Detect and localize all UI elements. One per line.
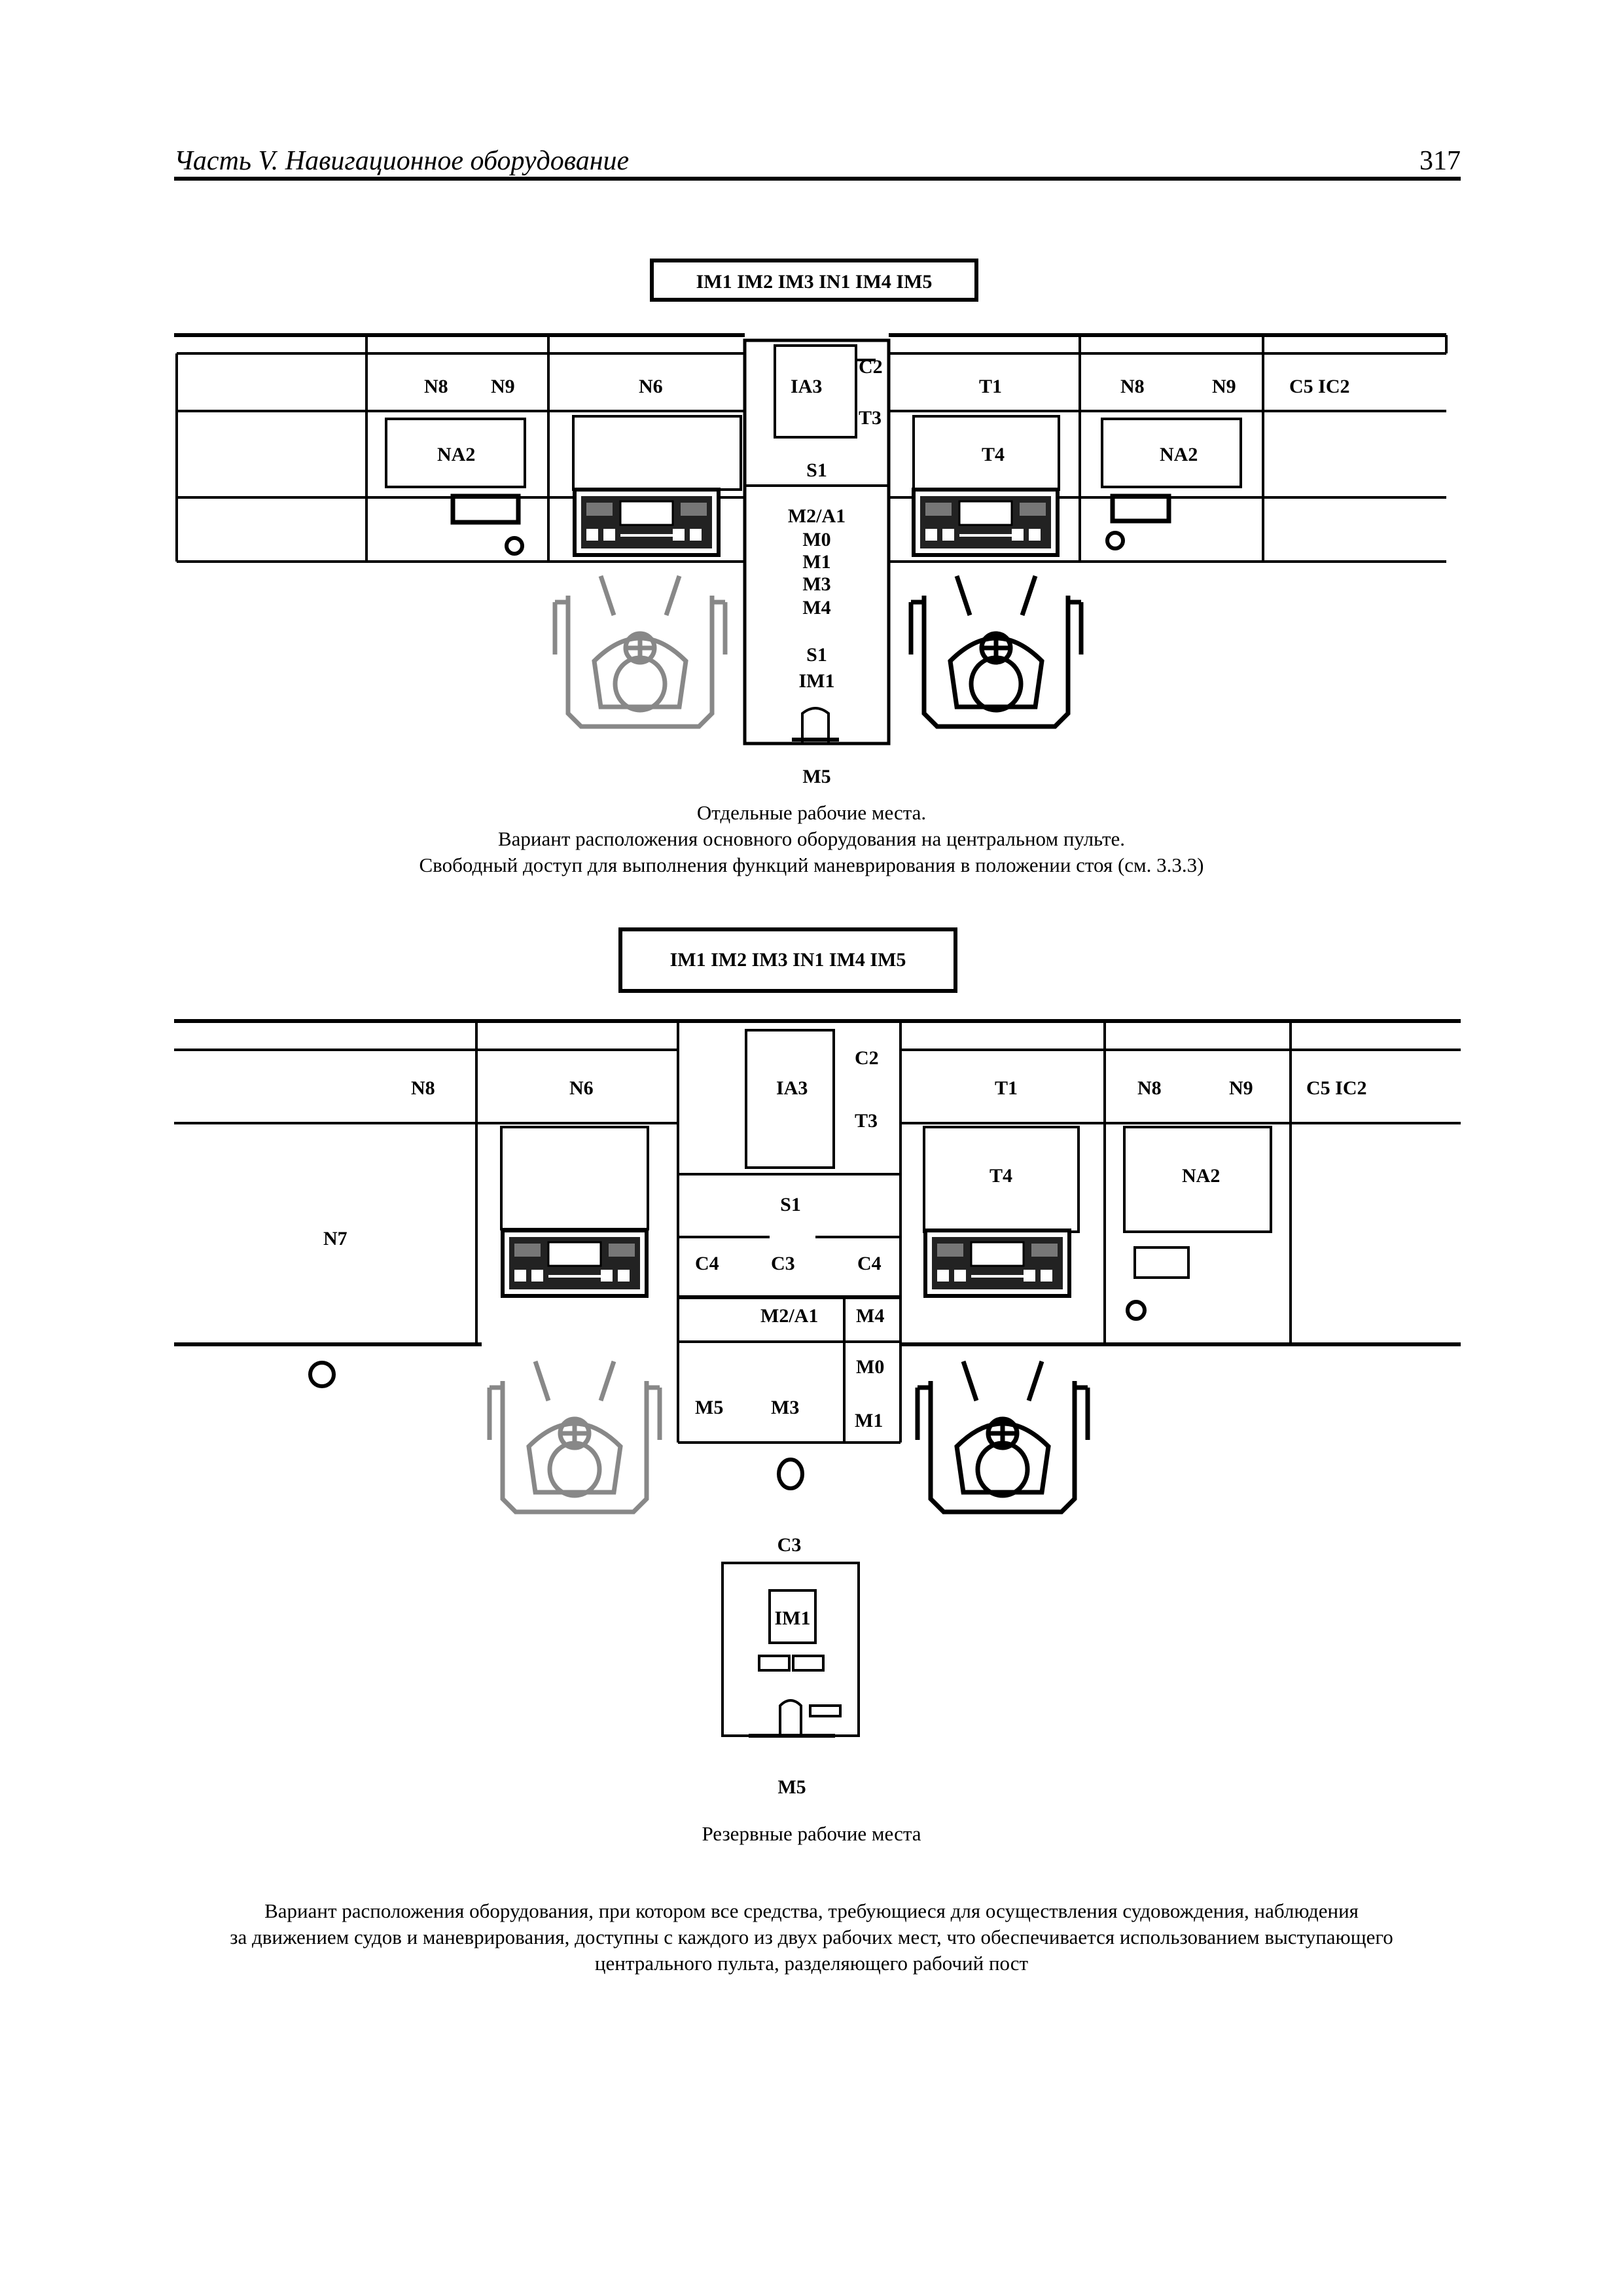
bottom-t1: T1 [995,1077,1018,1099]
top-n9-left: N9 [491,376,515,397]
top-na2-right: NA2 [1160,444,1198,465]
top-m2a1: M2/A1 [788,505,846,527]
overhead-panel-frame [650,259,978,302]
top-n8: N8 [424,376,448,397]
top-s1: S1 [806,459,827,481]
reserve-m5: M5 [777,1776,806,1798]
top-m1: M1 [802,551,830,573]
bottom-t3: T3 [855,1110,878,1132]
bottom-n7: N7 [323,1228,348,1249]
bottom-labels: N8 N6 N7 C2 IA3 T3 S1 C4 C3 C4 M2/A1 M4 … [323,1047,1367,1798]
bottom-c4-right: C4 [857,1253,882,1274]
page-number: 317 [1419,146,1461,176]
top-m0: M0 [802,529,830,550]
top-n9-right: N9 [1212,376,1236,397]
top-t1: T1 [979,376,1002,397]
bottom-console-outlines [174,1019,1461,1738]
footer-caption-line-1: Вариант расположения оборудования, при к… [264,1899,1359,1922]
bottom-na2: NA2 [1182,1165,1220,1187]
bottom-ia3: IA3 [776,1077,808,1099]
header-rule [174,177,1461,181]
bottom-t4: T4 [990,1165,1012,1187]
bottom-m5: M5 [695,1397,723,1418]
top-t4: T4 [982,444,1005,465]
top-t3: T3 [859,407,882,429]
running-header-title: Часть V. Навигационное оборудование [174,146,630,176]
top-s1-lower: S1 [806,644,827,666]
bottom-caption: Резервные рабочие места [702,1822,921,1845]
footer-caption-line-3: центрального пульта, разделяющего рабочи… [594,1952,1029,1975]
bottom-layout: IM1 IM2 IM3 IN1 IM4 IM5 [174,927,1461,1798]
bottom-c3: C3 [771,1253,795,1274]
bottom-s1: S1 [780,1194,801,1215]
bottom-c2: C2 [855,1047,879,1069]
top-caption-line-3: Свободный доступ для выполнения функций … [419,853,1204,876]
reserve-c3: C3 [777,1534,802,1556]
bottom-m4: M4 [856,1305,884,1327]
bottom-m3: M3 [771,1397,799,1418]
top-n6: N6 [639,376,663,397]
top-layout: IM1 IM2 IM3 IN1 IM4 IM5 [174,259,1448,787]
bottom-n6: N6 [569,1077,594,1099]
bottom-n8: N8 [411,1077,435,1099]
bottom-m2a1: M2/A1 [760,1305,818,1327]
top-ia3: IA3 [791,376,822,397]
bottom-m1: M1 [855,1410,883,1431]
bottom-m0: M0 [856,1356,884,1378]
top-caption: Отдельные рабочие места. Вариант располо… [0,800,1623,878]
top-c2: C2 [859,356,883,378]
top-caption-line-1: Отдельные рабочие места. [696,801,927,824]
bottom-n9-right: N9 [1229,1077,1253,1099]
overhead-panel-label: IM1 IM2 IM3 IN1 IM4 IM5 [696,271,933,293]
top-console-outlines [174,333,1448,745]
overhead-panel-frame-2 [618,927,957,993]
top-caption-line-2: Вариант расположения основного оборудова… [497,827,1126,850]
overhead-panel-label-2: IM1 IM2 IM3 IN1 IM4 IM5 [670,949,906,971]
top-c5-ic2: C5 IC2 [1289,376,1350,397]
top-im1: IM1 [799,670,835,692]
bottom-c4-left: C4 [695,1253,719,1274]
footer-caption: Вариант расположения оборудования, при к… [0,1898,1623,1977]
bottom-n8-right: N8 [1137,1077,1162,1099]
top-n8-right: N8 [1120,376,1145,397]
footer-caption-line-2: за движением судов и маневрирования, дос… [230,1926,1393,1948]
reserve-im1: IM1 [775,1607,811,1629]
top-m4: M4 [802,597,830,619]
top-na2-left: NA2 [437,444,475,465]
bottom-c5-ic2: C5 IC2 [1306,1077,1367,1099]
top-m3: M3 [802,573,830,595]
top-labels: N8 N9 N6 NA2 IA3 C2 T3 S1 M2/A1 M0 M1 M3… [424,356,1350,787]
top-m5: M5 [802,766,830,787]
